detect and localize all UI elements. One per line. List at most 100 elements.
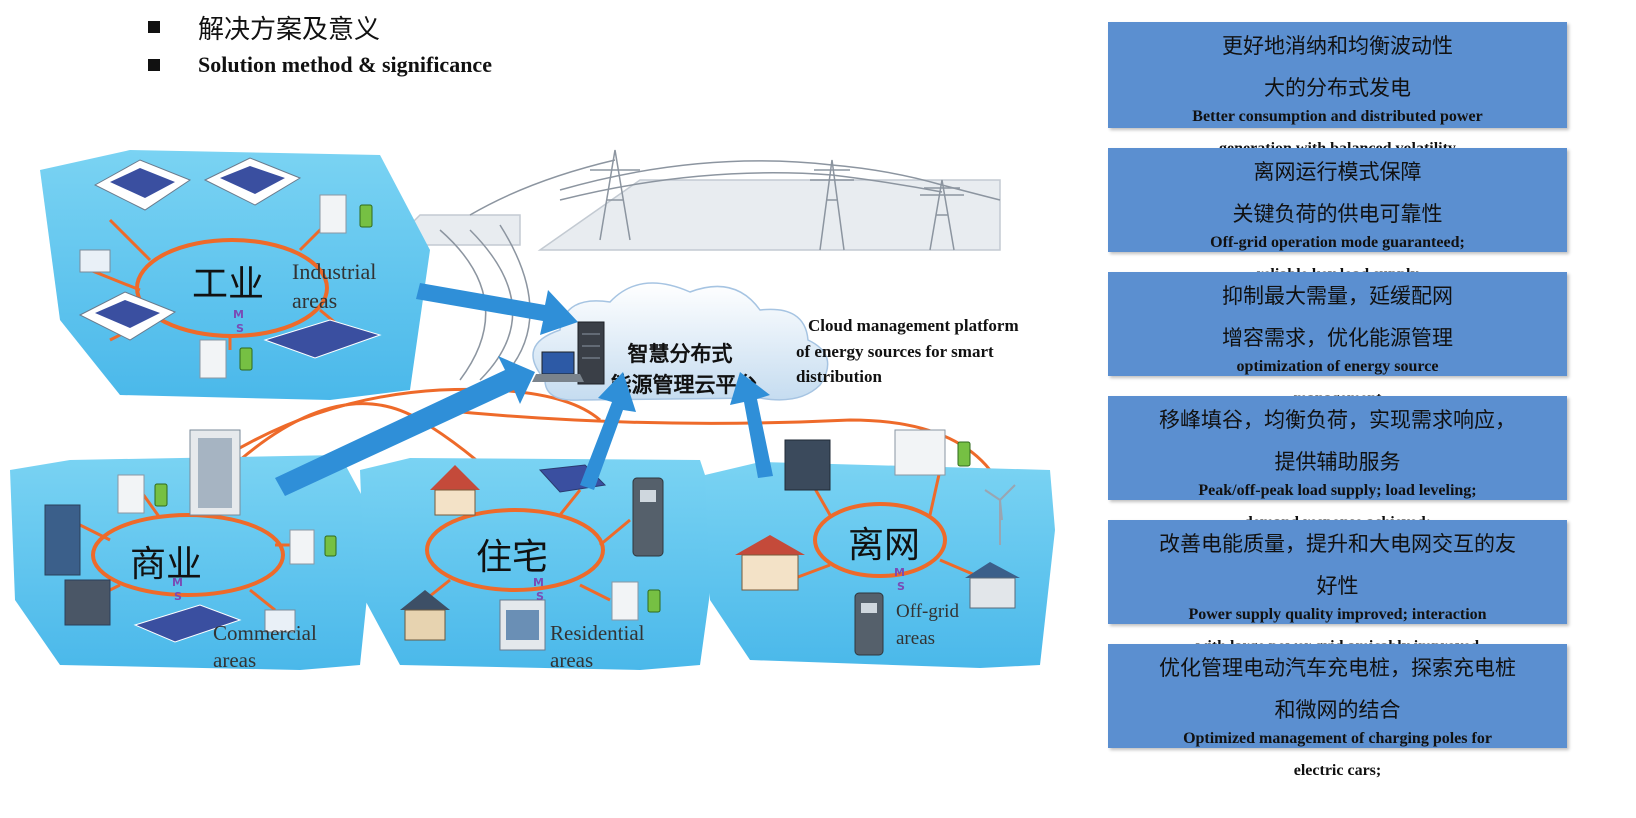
benefit-cn-line1: 优化管理电动汽车充电桩，探索充电桩 [1159,656,1516,680]
s-node-label: S [174,590,182,603]
battery-icon [154,483,168,507]
m-node-label: M [894,566,905,579]
cloud-title-line1: 智慧分布式 [628,342,733,366]
inverter-cabinet-icon [319,194,347,234]
commercial-label-cn: 商业 [130,544,202,585]
solar-factory-icon [78,291,177,341]
transmission-grid [388,149,1001,381]
ev-charger-icon [632,477,664,557]
arrow-residential-to-cloud [580,372,636,490]
benefit-en-line1: Peak/off-peak load supply; load leveling… [1198,482,1477,499]
square-bullet-icon [148,21,160,33]
benefit-en-line1: Off-grid operation mode guaranteed; [1210,234,1465,251]
m-node-label: M [233,308,244,321]
benefit-panel: 移峰填谷，均衡负荷，实现需求响应， 提供辅助服务 Peak/off-peak l… [1108,396,1567,531]
arrow-industrial-to-cloud [416,283,578,335]
offgrid-label-cn: 离网 [848,525,920,566]
inverter-cabinet-icon [894,429,946,476]
charging-station-icon [79,249,111,273]
s-node-label: S [897,580,905,593]
battery-icon [647,589,661,613]
charging-station-icon [264,609,296,633]
benefit-cn-line1: 抑制最大需量，延缓配网 [1222,284,1453,308]
cloud-caption-line3: distribution [796,367,883,386]
residential-label-en-line1: Residential [550,621,645,645]
benefit-en-line2: electric cars; [1293,762,1382,779]
apartment-building-icon [784,439,831,491]
benefit-cn-line1: 移峰填谷，均衡负荷，实现需求响应， [1159,408,1516,432]
battery-icon [324,535,337,557]
solar-carport-icon [263,319,382,359]
title-cn: 解决方案及意义 [198,14,381,45]
power-lines [469,159,1001,216]
ev-charger-icon [854,592,884,656]
residential-label-cn: 住宅 [476,537,548,578]
inverter-cabinet-icon [117,474,145,514]
house-icon [430,465,480,516]
benefit-en-line1: optimization of energy source [1236,358,1439,375]
cloud-caption-line1: Cloud management platform [808,316,1019,335]
benefit-panel: 抑制最大需量，延缓配网 增容需求，优化能源管理 optimization of … [1108,272,1567,407]
industrial-label-cn: 工业 [192,264,264,305]
benefit-cn-line2: 提供辅助服务 [1274,450,1401,474]
arrow-offgrid-to-cloud [730,372,773,478]
benefit-cn-line2: 增容需求，优化能源管理 [1222,326,1453,350]
header-line-en: Solution method & significance [148,46,492,84]
residential-ring [425,508,605,592]
benefit-cn-line2: 好性 [1316,574,1359,598]
offgrid-label-en-line1: Off-grid [896,601,959,622]
offgrid-label-en-line2: areas [896,628,935,649]
benefit-panel: 改善电能质量，提升和大电网交互的友 好性 Power supply qualit… [1108,520,1567,655]
m-node-label: M [533,576,544,589]
benefit-cn-line2: 关键负荷的供电可靠性 [1232,202,1443,226]
data-flow-arrows [275,283,773,496]
benefit-cn-line2: 大的分布式发电 [1264,76,1411,100]
server-rack-icon [577,321,605,385]
microgrid-rings [91,238,947,597]
transmission-tower-icon [810,159,854,251]
apartment-building-icon [44,504,81,576]
s-node-label: S [236,322,244,335]
benefit-cn-line1: 改善电能质量，提升和大电网交互的友 [1159,532,1516,556]
industrial-label-en-line2: areas [292,288,337,313]
benefit-cn-line2: 和微网的结合 [1274,698,1401,722]
square-bullet-icon [148,59,160,71]
slide-header: 解决方案及意义 Solution method & significance [148,8,492,84]
benefit-cn-line1: 离网运行模式保障 [1253,160,1422,184]
wind-turbine-icon [984,484,1016,545]
offgrid-ring [813,502,947,578]
office-tower-icon [189,429,241,516]
solar-carport-icon [133,604,242,643]
energy-network-diagram: 智慧分布式 能源管理云平台 Cloud management platform … [10,149,1055,672]
industrial-label-en-line1: Industrial [292,259,376,284]
inverter-cabinet-icon [611,581,639,621]
battery-icon [359,204,373,228]
commercial-ring [91,513,285,597]
solar-factory-icon [93,159,192,211]
solar-factory-icon [203,157,302,206]
house-icon [965,562,1020,609]
benefit-panel: 更好地消纳和均衡波动性 大的分布式发电 Better consumption a… [1108,22,1567,157]
transmission-tower-icon [590,149,640,241]
benefit-panel: 离网运行模式保障 关键负荷的供电可靠性 Off-grid operation m… [1108,148,1567,283]
benefit-panel: 优化管理电动汽车充电桩，探索充电桩 和微网的结合 Optimized manag… [1108,644,1567,779]
cloud-caption-line2: of energy sources for smart [796,342,994,361]
battery-icon [239,347,253,371]
arrow-commercial-to-cloud [275,356,535,496]
m-node-label: M [172,576,183,589]
benefit-en-line1: Optimized management of charging poles f… [1183,730,1492,747]
house-icon [735,535,805,591]
benefit-en-line1: Better consumption and distributed power [1192,108,1483,125]
cloud-title-line2: 能源管理云平台 [611,373,758,397]
inverter-cabinet-icon [289,529,315,565]
battery-icon [957,441,971,467]
commercial-label-en-line2: areas [213,648,256,672]
house-icon [400,590,450,641]
residential-label-en-line2: areas [550,648,593,672]
benefit-cn-line1: 更好地消纳和均衡波动性 [1222,34,1453,58]
offgrid-island [705,462,1055,668]
s-node-label: S [536,590,544,603]
benefit-en-line1: Power supply quality improved; interacti… [1188,606,1487,623]
office-building-icon [499,599,546,651]
apartment-building-icon [64,579,111,626]
